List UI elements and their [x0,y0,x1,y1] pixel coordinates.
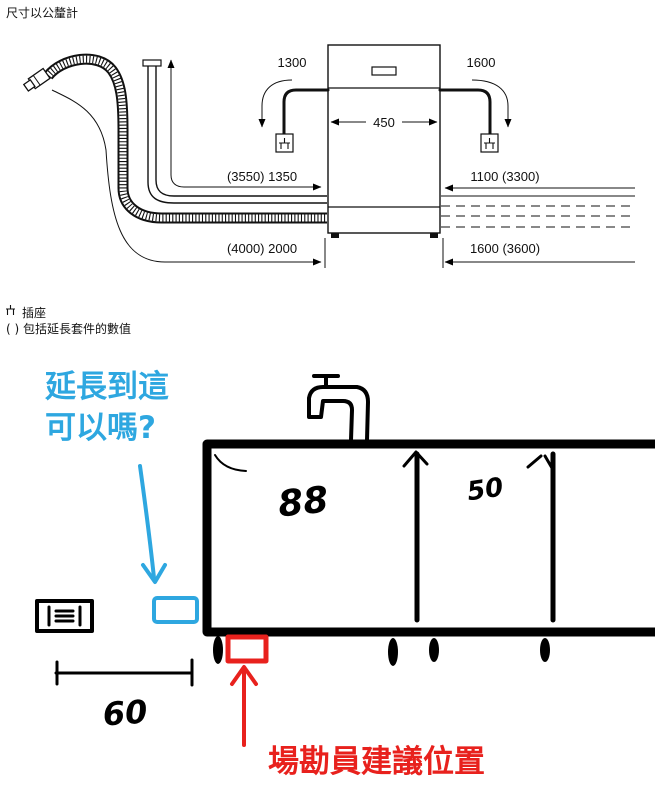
unit-note: 尺寸以公釐計 [6,5,78,20]
right-hose-label: 1600 (3600) [470,241,540,256]
arrow-down-icon [138,464,167,584]
left-socket-label: 1300 [278,55,307,70]
cabinet-label: 50 [465,473,505,508]
width-label: 450 [373,115,395,130]
foot-left [331,233,339,238]
left-hose-dimension-line [51,89,322,266]
right-power-cord [438,88,492,136]
hand-sketch: 延長到這 可以嗎? 88 50 [35,369,655,780]
distance-dimension [54,658,194,687]
parentheses-note: ( ) 包括延長套件的數值 [6,321,131,336]
cabinet-leg [388,638,398,666]
right-socket-icon [480,133,499,153]
foot-right [430,233,438,238]
question-line-2: 可以嗎? [45,410,156,446]
left-power-cord [282,88,330,136]
right-socket-label: 1600 [467,55,496,70]
distance-label: 60 [102,692,149,733]
left-drain-dimension-line [167,59,322,191]
depth-label: 88 [276,479,330,525]
cabinet-leg [429,638,439,662]
right-drain-label: 1100 (3300) [470,169,539,184]
technical-drawing: 尺寸以公釐計 [6,5,635,336]
left-socket-dimension-line [258,79,293,128]
faucet-icon [307,374,370,442]
socket-legend-label: 插座 [22,305,46,320]
cabinet-leg [213,636,223,664]
proposed-socket-box [152,596,199,624]
hose-fitting [22,67,51,92]
inlet-hose [22,53,327,224]
wall-socket-icon [35,599,94,633]
left-drain-label: (3550) 1350 [227,169,297,184]
socket-icon [6,305,15,315]
left-hose-label: (4000) 2000 [227,241,297,256]
left-socket-icon [275,133,294,153]
right-socket-dimension-line [471,79,512,128]
question-line-1: 延長到這 [44,369,169,405]
arrow-up-icon [230,665,258,747]
drain-hose [142,59,327,204]
door-handle [371,66,397,76]
legend: 插座 ( ) 包括延長套件的數值 [6,305,131,336]
kitchen-cabinet [202,439,655,666]
suggested-socket-box [225,634,269,664]
suggestion-label: 場勘員建議位置 [268,744,485,780]
cabinet-leg [540,638,550,662]
dishwasher [327,44,441,238]
